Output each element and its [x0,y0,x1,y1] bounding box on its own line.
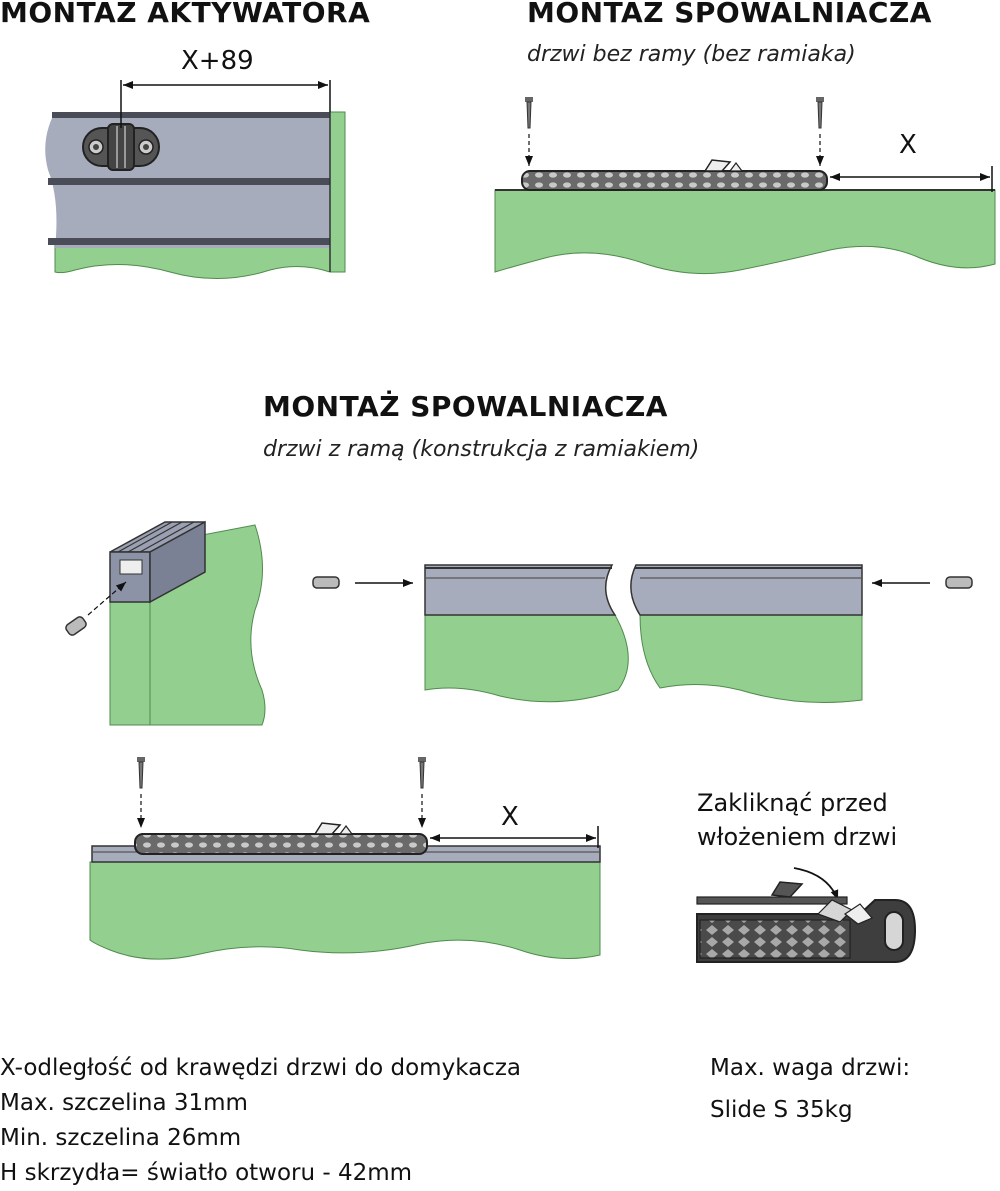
weight-value: Slide S 35kg [710,1097,853,1123]
actuator-part [82,123,160,171]
note-line-4: H skrzydła= światło otworu - 42mm [0,1160,413,1186]
framed-door-profile [65,520,266,726]
weight-label: Max. waga drzwi: [710,1055,911,1081]
screw-icon [418,757,426,828]
click-note-line-2: włożeniem drzwi [697,823,898,851]
actuator-title: MONTAZ AKTYWATORA [0,0,371,29]
end-cap-icon [945,576,973,589]
actuator-dimension-label: X+89 [181,46,254,76]
screw-icon [525,97,533,166]
note-line-1: X-odległość od krawędzi drzwi do domykac… [0,1055,522,1081]
click-detail-drawing [696,867,917,963]
framed-mounting-drawing [89,757,601,960]
screw-icon [137,757,145,828]
framed-horizontal-profile [312,564,973,703]
slow-framed-subtitle: drzwi z ramą (konstrukcja z ramiakiem) [263,437,700,462]
screw-icon [816,97,824,166]
end-cap-icon [312,576,340,589]
note-line-3: Min. szczelina 26mm [0,1125,242,1151]
actuator-drawing [45,80,346,280]
slow-frameless-dimension-label: X [899,130,917,160]
frameless-drawing [494,97,996,275]
end-cap-icon [65,616,87,636]
slow-frameless-subtitle: drzwi bez ramy (bez ramiaka) [527,42,856,67]
slow-framed-title: MONTAŻ SPOWALNIACZA [263,390,668,423]
slow-framed-dimension-label: X [501,802,519,832]
click-note-line-1: Zakliknąć przed [697,789,888,817]
slow-frameless-title: MONTAZ SPOWALNIACZA [527,0,932,29]
note-line-2: Max. szczelina 31mm [0,1090,248,1116]
